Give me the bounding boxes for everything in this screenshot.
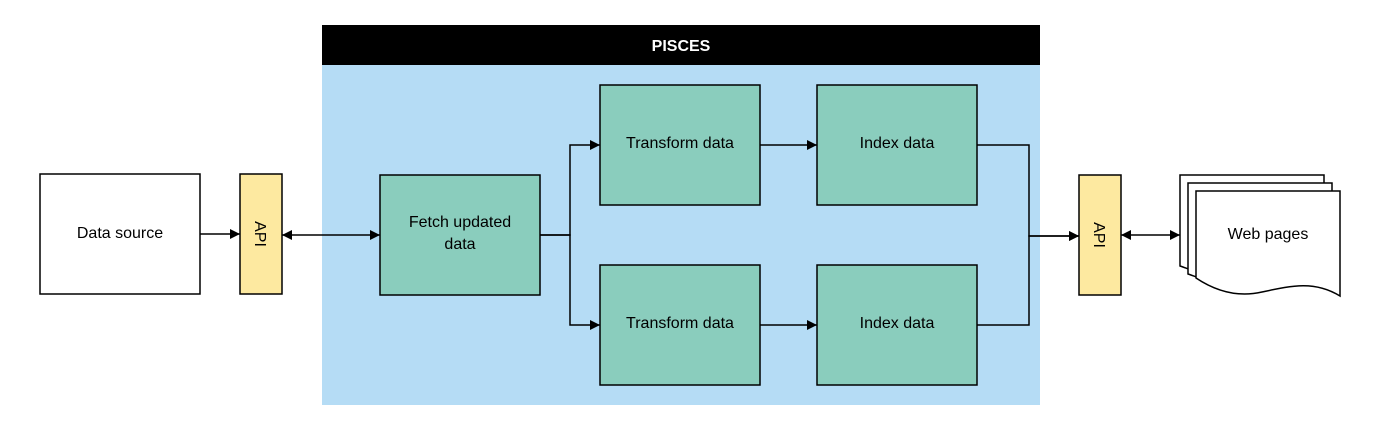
api-right-label: API — [1090, 222, 1107, 248]
index-data-top-node[interactable]: Index data — [816, 84, 978, 206]
index-data-bottom-node[interactable]: Index data — [816, 264, 978, 386]
pisces-header — [322, 25, 1040, 65]
api-left-label: API — [251, 221, 268, 247]
edge-fetch-to-transform-bottom — [540, 234, 600, 330]
edge-index-bottom-to-api — [977, 231, 1079, 326]
index-data-bottom-box — [816, 264, 978, 386]
transform-data-bottom-label: Transform data — [626, 315, 734, 332]
fetch-label-line1: Fetch updated — [409, 214, 511, 231]
transform-data-top-node[interactable]: Transform data — [599, 84, 761, 206]
fetch-label-line2: data — [444, 236, 475, 253]
transform-data-top-label: Transform data — [626, 135, 734, 152]
fetch-updated-data-box — [379, 174, 541, 296]
api-left-node[interactable]: API — [239, 173, 283, 295]
transform-data-bottom-box — [599, 264, 761, 386]
index-data-top-label: Index data — [860, 135, 935, 152]
fetch-updated-data-node[interactable]: Fetch updated data — [379, 174, 541, 296]
index-data-top-box — [816, 84, 978, 206]
web-pages-doc-front — [1195, 190, 1341, 298]
transform-data-top-box — [599, 84, 761, 206]
api-right-box — [1078, 174, 1122, 296]
index-data-bottom-label: Index data — [860, 315, 935, 332]
api-left-box — [239, 173, 283, 295]
data-source-node[interactable]: Data source — [39, 173, 201, 295]
connectors — [200, 140, 1180, 330]
pisces-title: PISCES — [652, 38, 711, 55]
web-pages-node[interactable]: Web pages — [1179, 174, 1341, 298]
web-pages-label: Web pages — [1228, 226, 1309, 243]
transform-data-bottom-node[interactable]: Transform data — [599, 264, 761, 386]
api-right-node[interactable]: API — [1078, 174, 1122, 296]
data-source-label: Data source — [77, 225, 163, 242]
